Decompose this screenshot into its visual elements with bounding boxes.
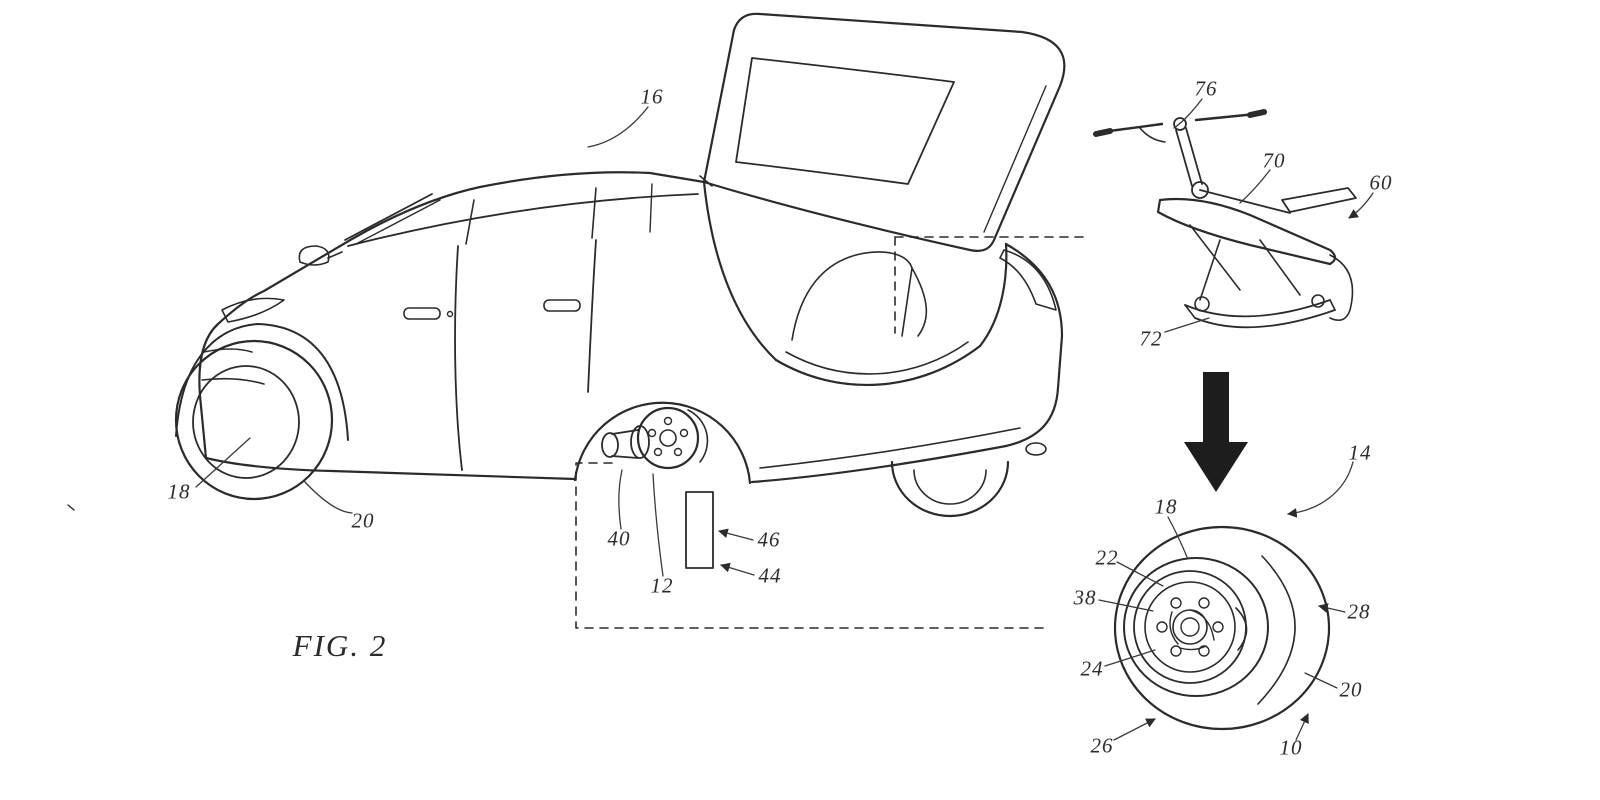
ref-label-44: 44	[758, 563, 782, 588]
leader-12	[652, 473, 664, 577]
front-wheel	[174, 339, 334, 501]
leader-20-wheel	[1304, 672, 1338, 689]
figure-caption: FIG. 2	[292, 628, 388, 663]
ref-label-14: 14	[1348, 440, 1372, 465]
leader-14	[1287, 461, 1354, 518]
rear-hub-axle	[601, 406, 709, 470]
ref-label-18-wheel: 18	[1154, 494, 1178, 519]
leader-16	[587, 106, 649, 148]
leader-76	[1173, 98, 1203, 129]
leader-38	[1098, 599, 1154, 612]
ref-label-16: 16	[640, 84, 664, 109]
leader-28	[1318, 603, 1346, 613]
leader-46	[718, 528, 754, 541]
car-outline	[175, 171, 1064, 485]
ref-label-38: 38	[1073, 585, 1097, 610]
leader-18-wheel	[1167, 516, 1188, 558]
support-stand	[685, 491, 714, 569]
ref-label-70: 70	[1262, 148, 1286, 173]
leader-22	[1116, 561, 1164, 587]
ref-label-12: 12	[650, 573, 674, 598]
ref-label-40: 40	[607, 526, 631, 551]
leader-10	[1295, 713, 1309, 741]
ref-label-60: 60	[1369, 170, 1393, 195]
car-open-tailgate	[699, 12, 1066, 252]
leader-20-front	[303, 480, 353, 514]
ref-label-72: 72	[1139, 326, 1163, 351]
ref-label-28: 28	[1347, 599, 1371, 624]
leader-44	[720, 562, 755, 576]
leader-70	[1239, 169, 1271, 204]
leader-18-front	[195, 437, 251, 488]
leader-72	[1164, 317, 1210, 333]
scooter-folded	[1093, 109, 1357, 329]
ref-label-10: 10	[1279, 735, 1303, 760]
leader-24	[1104, 649, 1156, 667]
leader-26	[1113, 718, 1156, 741]
down-arrow-icon	[1184, 372, 1248, 492]
ref-label-76: 76	[1194, 76, 1218, 101]
leader-40	[618, 469, 623, 530]
ref-label-24: 24	[1080, 656, 1104, 681]
leader-lines	[195, 98, 1374, 741]
scan-mark	[67, 504, 75, 511]
rear-far-wheel	[890, 460, 1010, 518]
ref-label-18-front: 18	[167, 479, 191, 504]
ref-label-26: 26	[1090, 733, 1114, 758]
ref-label-20-front: 20	[351, 508, 375, 533]
ref-label-22: 22	[1095, 545, 1119, 570]
ref-label-20-wheel: 20	[1339, 677, 1363, 702]
dashed-connectors	[575, 236, 1086, 629]
ref-label-46: 46	[757, 527, 781, 552]
leader-60	[1348, 192, 1374, 219]
car-cargo-interior	[702, 180, 1008, 387]
wheel-assembly	[1113, 525, 1331, 731]
